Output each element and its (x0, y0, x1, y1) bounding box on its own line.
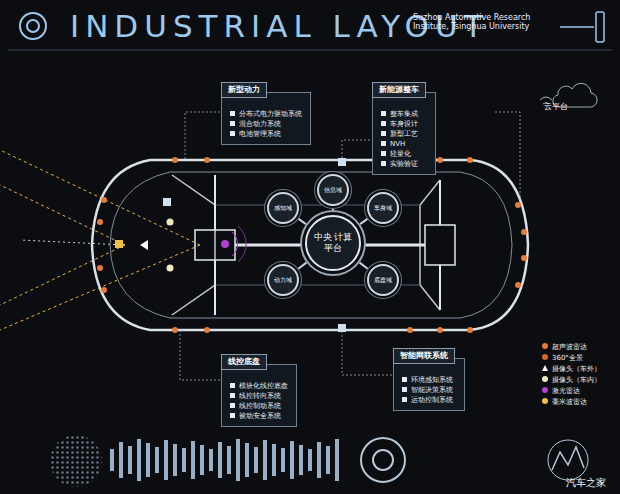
node-text: 云平台 (534, 101, 578, 112)
domain-link (332, 209, 334, 210)
legend: 超声波雷达 360°全景摄像头（车外） 摄像头（车内） 激光雷达毫米波雷达 (542, 342, 601, 408)
legend-swatch (542, 398, 548, 404)
callout-heading: 新能源整车 (372, 82, 426, 98)
legend-row: 超声波雷达 (542, 342, 601, 353)
domain-circle: 信息域 (317, 174, 349, 206)
legend-row: 360°全景 (542, 353, 601, 364)
callout-heading: 新型动力 (221, 82, 267, 98)
legend-swatch (542, 387, 548, 393)
legend-swatch (542, 354, 548, 360)
callout-heading: 智能网联系统 (393, 348, 455, 364)
callout-item: NVH (381, 139, 427, 149)
domain-circle: 动力域 (267, 264, 299, 296)
legend-text: 超声波雷达 (552, 343, 587, 351)
node-text: 信息域 (324, 186, 342, 195)
node-text: 中央 计算平台 (313, 232, 353, 254)
callout-item: 分布式电力驱动系统 (230, 109, 302, 119)
legend-row: 激光雷达 (542, 386, 601, 397)
callout-item: 环境感知系统 (402, 375, 456, 385)
legend-text: 360°全景 (552, 354, 583, 362)
callout-item: 整车集成 (381, 109, 427, 119)
domain-link (299, 219, 306, 224)
callout-item: 轻量化 (381, 149, 427, 159)
node-text: 动力域 (274, 276, 292, 285)
domain-circle: 车身域 (367, 192, 399, 224)
callout-box: 线控底盘模块化线控底盘线控转向系统线控制动系统被动安全系统 (221, 364, 297, 427)
callout-item: 实验验证 (381, 159, 427, 169)
cloud-label: 云平台 (534, 101, 578, 115)
callout-item: 线控制动系统 (230, 401, 288, 411)
callout-item: 运动控制系统 (402, 395, 456, 405)
domain-link (298, 263, 306, 269)
node-text: 底盘域 (374, 276, 392, 285)
callout-item: 混合动力系统 (230, 119, 302, 129)
domain-circle: 感知域 (267, 192, 299, 224)
domain-link (360, 263, 368, 269)
institute-label: Suzhou Automotive Research Institute, Ts… (413, 13, 553, 31)
domain-circle: 底盘域 (367, 264, 399, 296)
watermark: 汽车之家 (566, 476, 606, 490)
callout-box: 智能网联系统环境感知系统智能决策系统运动控制系统 (393, 358, 465, 411)
legend-row: 摄像头（车外） (542, 364, 601, 375)
callout-box: 新能源整车整车集成车身设计新型工艺NVH轻量化实验验证 (372, 92, 436, 175)
legend-swatch (542, 365, 548, 371)
callout-item: 模块化线控底盘 (230, 381, 288, 391)
callout-heading: 线控底盘 (221, 354, 267, 370)
callout-box: 新型动力分布式电力驱动系统混合动力系统电池管理系统 (221, 92, 311, 145)
legend-row: 毫米波雷达 (542, 397, 601, 408)
legend-row: 摄像头（车内） (542, 375, 601, 386)
legend-text: 毫米波雷达 (552, 398, 587, 406)
callout-item: 电池管理系统 (230, 129, 302, 139)
callout-item: 新型工艺 (381, 129, 427, 139)
callout-item: 被动安全系统 (230, 411, 288, 421)
node-text: 车身域 (374, 204, 392, 213)
node-text: 感知域 (274, 204, 292, 213)
legend-swatch (542, 376, 548, 382)
legend-text: 摄像头（车外） (552, 365, 601, 373)
legend-swatch (542, 343, 548, 349)
callout-item: 智能决策系统 (402, 385, 456, 395)
legend-text: 摄像头（车内） (552, 376, 601, 384)
legend-text: 激光雷达 (552, 387, 580, 395)
central-platform-circle: 中央 计算平台 (305, 215, 361, 271)
callout-item: 线控转向系统 (230, 391, 288, 401)
domain-link (360, 219, 367, 224)
callout-item: 车身设计 (381, 119, 427, 129)
